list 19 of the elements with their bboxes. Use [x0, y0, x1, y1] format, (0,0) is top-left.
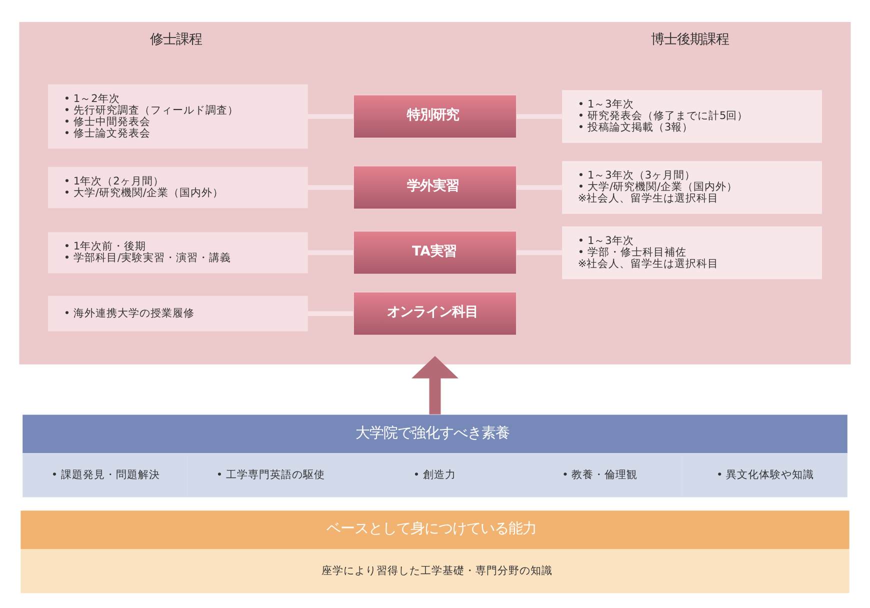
node-box: • 海外連携大学の授業履修	[48, 296, 308, 332]
connector	[308, 185, 354, 190]
connector	[516, 114, 562, 119]
node-box: TA実習	[353, 230, 517, 275]
connector	[308, 114, 354, 119]
node-box: • 1～2年次 • 先行研究調査（フィールド調査） • 修士中間発表会 • 修士論文発表会	[48, 84, 308, 149]
node-box: • 1～3年次 • 学部・修士科目補佐 ※社会人、留学生は選択科目	[562, 226, 822, 280]
arrow	[412, 356, 458, 414]
connector	[516, 250, 562, 256]
connector	[308, 311, 354, 316]
connector	[308, 250, 354, 256]
node-box: • 1年次（2ヶ月間） • 大学/研究機関/企業（国内外）	[48, 166, 308, 208]
node-box: 特別研究	[353, 94, 517, 139]
connector	[516, 185, 562, 190]
node-box: • 1年次前・後期 • 学部科目/実験実習・演習・講義	[48, 232, 308, 274]
node-box: 学外実習	[353, 165, 517, 210]
node-box: オンライン科目	[353, 292, 517, 336]
node-box: • 1～3年次（3ヶ月間） • 大学/研究機関/企業（国内外） ※社会人、留学生は選択科目	[562, 161, 822, 214]
node-box: • 1～3年次 • 研究発表会（修了までに計5回） • 投稿論文掲載（3報）	[562, 90, 822, 143]
